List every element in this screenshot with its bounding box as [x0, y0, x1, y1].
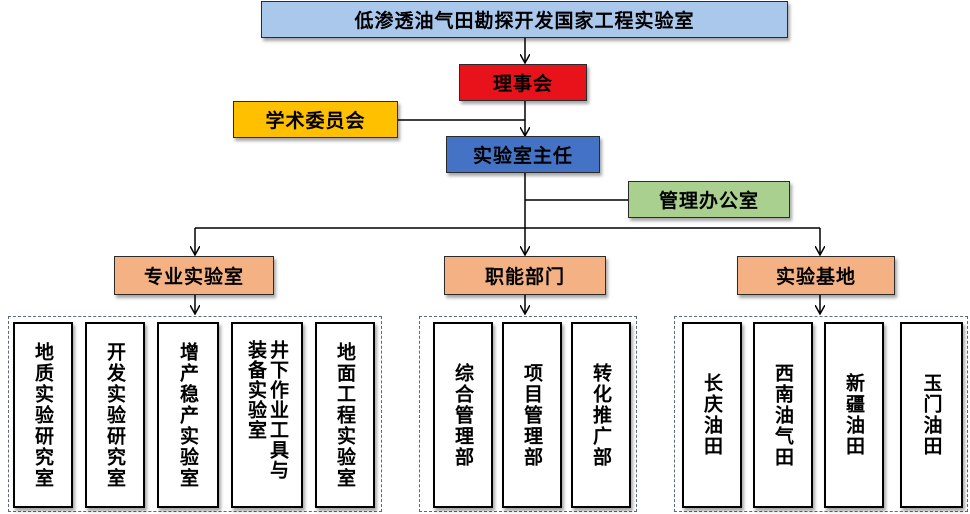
academic-committee-box: 学术委员会	[233, 101, 398, 138]
base-xinjiang-label: 新疆油田	[843, 373, 865, 457]
lab-production-stimulation: 增产稳产实验室	[157, 322, 219, 508]
lab-development: 开发实验研究室	[85, 322, 145, 508]
category-functional-departments: 职能部门	[444, 256, 606, 295]
group-professional-labs	[8, 316, 382, 512]
lab-surface-engineering-label: 地面工程实验室	[334, 341, 356, 489]
dept-transfer-promotion-label: 转化推广部	[590, 362, 612, 468]
director-box: 实验室主任	[446, 136, 600, 173]
dept-general-management-label: 综合管理部	[452, 362, 474, 468]
base-southwest: 西南油气田	[753, 322, 813, 508]
base-changqing: 长庆油田	[682, 322, 742, 508]
base-changqing-label: 长庆油田	[701, 373, 723, 457]
lab-geology-label: 地质实验研究室	[32, 341, 54, 489]
lab-production-stimulation-label: 增产稳产实验室	[177, 341, 199, 489]
board-box: 理事会	[459, 64, 587, 101]
base-xinjiang: 新疆油田	[824, 322, 884, 508]
base-southwest-label: 西南油气田	[772, 362, 794, 468]
category-professional-labs: 专业实验室	[114, 256, 274, 295]
lab-downhole-tools: 井下作业工具与装备实验室	[231, 322, 303, 508]
group-functional-departments	[419, 316, 637, 512]
lab-downhole-tools-label: 井下作业工具与装备实验室	[245, 340, 289, 480]
management-office-box: 管理办公室	[628, 181, 790, 218]
title-box: 低渗透油气田勘探开发国家工程实验室	[261, 1, 788, 38]
base-yumen-label: 玉门油田	[920, 373, 943, 457]
dept-project-management-label: 项目管理部	[521, 362, 543, 468]
lab-development-label: 开发实验研究室	[104, 341, 126, 489]
dept-transfer-promotion: 转化推广部	[571, 322, 631, 508]
category-experimental-bases: 实验基地	[737, 256, 895, 295]
base-yumen: 玉门油田	[900, 322, 963, 508]
dept-project-management: 项目管理部	[502, 322, 562, 508]
dept-general-management: 综合管理部	[433, 322, 493, 508]
lab-surface-engineering: 地面工程实验室	[315, 322, 375, 508]
lab-geology: 地质实验研究室	[13, 322, 73, 508]
group-experimental-bases	[674, 316, 968, 512]
